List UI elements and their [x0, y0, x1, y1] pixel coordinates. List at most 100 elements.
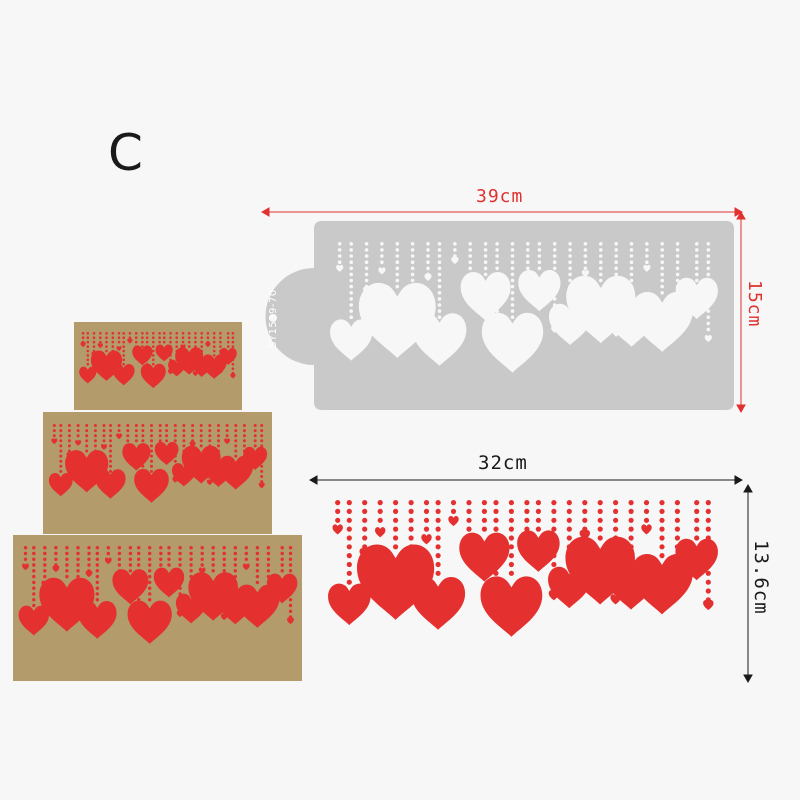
strand-dot	[86, 336, 90, 340]
strand-dot	[410, 284, 415, 289]
strand-dot	[67, 444, 71, 448]
strand-dot	[395, 278, 400, 283]
strand-dot	[178, 557, 182, 561]
strand-dot	[266, 592, 271, 596]
strand-dot	[380, 260, 384, 265]
strand-dot	[117, 557, 122, 561]
strand-dot	[614, 284, 618, 289]
strand-dot	[493, 508, 499, 514]
strand-dot	[93, 429, 97, 433]
strand-dot	[242, 464, 246, 468]
strand-dot	[212, 345, 216, 348]
strand-dot	[145, 336, 149, 340]
strand-dot	[76, 434, 80, 438]
strand-dot	[349, 284, 354, 289]
strand-dot	[552, 260, 557, 265]
strand-dot	[599, 272, 603, 277]
strand-dot	[628, 517, 634, 523]
strand-dot	[137, 563, 141, 567]
pattern-height-label: 13.6cm	[750, 540, 772, 615]
strand-dot	[217, 439, 220, 443]
strand-dot	[493, 544, 499, 550]
strand-dot	[255, 569, 260, 573]
strand-dot	[217, 424, 220, 427]
strand-dot	[117, 336, 121, 340]
strand-dot	[599, 278, 603, 283]
strand-dot	[199, 429, 203, 433]
strand-dot	[111, 349, 115, 353]
strand-dot	[200, 336, 203, 340]
strand-dot	[159, 563, 163, 567]
strand-dot	[233, 557, 237, 561]
strand-dot	[552, 254, 557, 258]
strand-dot	[335, 517, 341, 523]
strand-dot	[109, 459, 112, 463]
strand-dot	[199, 434, 203, 438]
strand-dot	[408, 508, 414, 514]
strand-dot	[134, 429, 138, 433]
strand-dot	[76, 569, 80, 573]
strand-dot	[526, 242, 530, 246]
strand-dot	[280, 563, 284, 567]
strand-dot	[705, 517, 711, 523]
strand-dot	[111, 336, 115, 340]
strand-dot	[175, 345, 178, 348]
strand-dot	[187, 336, 191, 340]
strand-dot	[495, 278, 499, 283]
strand-dot	[260, 429, 264, 433]
strand-dot	[582, 508, 588, 514]
strand-dot	[597, 526, 603, 532]
strand-dot	[145, 354, 149, 357]
strand-dot	[288, 546, 293, 550]
strand-dot	[551, 517, 557, 523]
strand-dot	[408, 535, 414, 541]
strand-dot	[173, 439, 177, 443]
strand-dot	[613, 553, 619, 559]
strand-dot	[535, 500, 542, 506]
strand-dot	[537, 266, 542, 271]
strand-dot	[510, 297, 515, 301]
strand-dot	[32, 574, 36, 579]
strand-dot	[67, 424, 71, 427]
strand-dot	[234, 429, 238, 433]
strand-dot	[346, 553, 352, 559]
strand-dot	[493, 517, 499, 523]
strand-dot	[242, 434, 246, 438]
strand-dot	[706, 278, 711, 283]
strand-dot	[695, 278, 699, 283]
strand-dot	[510, 309, 515, 313]
strand-dot	[182, 434, 186, 438]
strand-dot	[162, 340, 166, 344]
strand-dot	[495, 254, 499, 258]
strand-dot	[552, 272, 557, 277]
strand-dot	[32, 586, 36, 590]
strand-dot	[510, 254, 515, 258]
strand-dot	[364, 254, 369, 258]
strand-dot	[288, 592, 293, 596]
strand-dot	[95, 569, 100, 573]
strand-dot	[231, 358, 235, 362]
strand-dot	[659, 553, 665, 559]
strand-dot	[148, 569, 152, 573]
strand-dot	[181, 332, 185, 335]
strand-dot	[364, 272, 369, 277]
strand-dot	[453, 248, 457, 252]
strand-dot	[695, 254, 699, 258]
strand-dot	[266, 603, 271, 608]
strand-dot	[437, 291, 442, 295]
strand-dot	[244, 557, 248, 561]
strand-dot	[628, 544, 634, 550]
strand-dot	[255, 580, 260, 585]
strand-dot	[266, 563, 271, 567]
strand-dot	[628, 508, 634, 514]
strand-dot	[87, 563, 91, 567]
strand-dot	[393, 526, 399, 532]
strand-dot	[253, 434, 257, 438]
strand-dot	[659, 535, 665, 541]
strand-dot	[159, 546, 163, 550]
strand-dot	[288, 563, 293, 567]
strand-dot	[150, 449, 153, 453]
strand-dot	[222, 569, 226, 573]
strand-dot	[95, 586, 100, 590]
strand-dot	[150, 464, 153, 468]
